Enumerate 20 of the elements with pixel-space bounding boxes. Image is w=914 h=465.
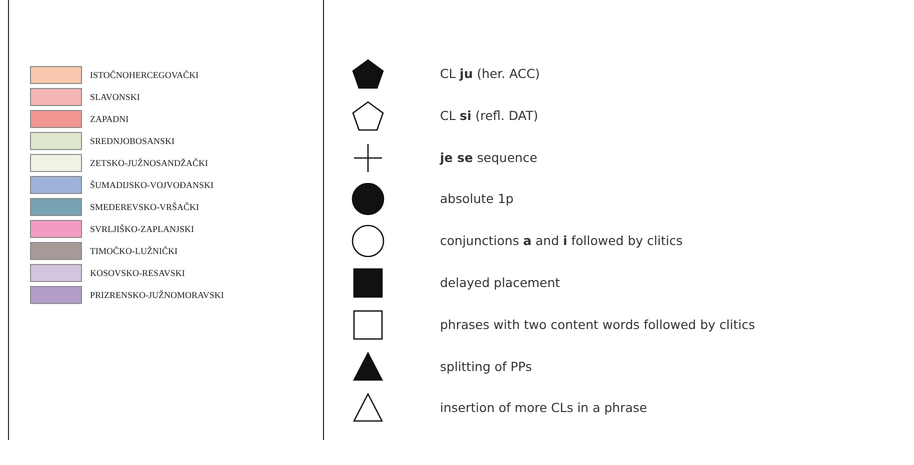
legend-label: je se sequence	[440, 150, 538, 165]
legend-label: ZAPADNI	[90, 114, 129, 124]
legend-label: CL si (refl. DAT)	[440, 108, 538, 123]
legend-label: SMEDEREVSKO-VRŠAČKI	[90, 202, 200, 212]
legend-label: PRIZRENSKO-JUŽNOMORAVSKI	[90, 290, 224, 300]
legend-label: delayed placement	[440, 275, 560, 290]
legend-label: KOSOVSKO-RESAVSKI	[90, 268, 185, 278]
legend-label: conjunctions a and i followed by clitics	[440, 233, 683, 248]
legend-label: splitting of PPs	[440, 358, 532, 374]
legend-label: ŠUMADIJSKO-VOJVOĐANSKI	[90, 180, 214, 190]
legend-label: phrases with two content words followed by clitics	[440, 316, 755, 332]
legend-label: absolute 1p	[440, 191, 514, 206]
legend-label: ISTOČNOHERCEGOVAČKI	[90, 70, 199, 80]
legend-label: SVRLJIŠKO-ZAPLANJSKI	[90, 224, 194, 234]
legend-label: ZETSKO-JUŽNOSANDŽAČKI	[90, 158, 208, 168]
legend-label: CL ju (her. ACC)	[440, 66, 540, 81]
legend-label: SREDNJOBOSANSKI	[90, 136, 175, 146]
legend-label: TIMOČKO-LUŽNIČKI	[90, 246, 178, 256]
legend-label: insertion of more CLs in a phrase	[440, 400, 648, 416]
legend-label: SLAVONSKI	[90, 92, 140, 102]
